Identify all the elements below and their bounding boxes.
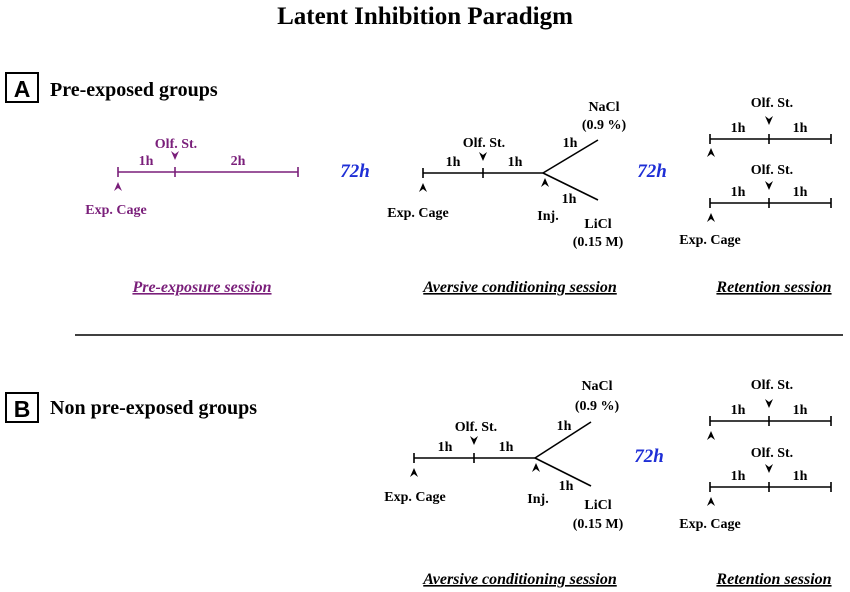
segment-label: 1h: [731, 469, 746, 484]
branch-licl: [534, 457, 592, 487]
session-label: Retention session: [715, 571, 831, 588]
diagram-title: Latent Inhibition Paradigm: [277, 3, 573, 30]
segment-label: 1h: [139, 154, 154, 169]
inj-arrow-icon: [541, 178, 549, 187]
branch-licl: [542, 172, 599, 201]
olf-st-label: Olf. St.: [455, 420, 497, 435]
inj-arrow-icon: [532, 463, 540, 472]
panel-a-heading: Pre-exposed groups: [50, 79, 218, 101]
nacl-concentration: (0.9 %): [575, 399, 620, 414]
exp-cage-label: Exp. Cage: [679, 233, 740, 248]
interval-label: 72h: [634, 446, 664, 467]
exp-cage-label: Exp. Cage: [387, 206, 448, 221]
session-label: Aversive conditioning session: [422, 279, 617, 296]
segment-label: 1h: [793, 185, 808, 200]
segment-label: 1h: [793, 121, 808, 136]
olf-st-arrow-icon: [171, 151, 179, 160]
segment-label: 1h: [731, 403, 746, 418]
segment-label: 1h: [508, 155, 523, 170]
olf-st-label: Olf. St.: [155, 137, 197, 152]
retention-timeline: Olf. St. 1h 1h Olf. St. 1h 1h Exp. Cage …: [679, 378, 832, 588]
nacl-concentration: (0.9 %): [582, 118, 627, 133]
panel-a-letter-box: [5, 72, 39, 103]
exp-cage-label: Exp. Cage: [679, 517, 740, 532]
panel-b-letter-box: [5, 392, 39, 423]
exp-cage-label: Exp. Cage: [384, 490, 445, 505]
exp-cage-arrow-icon: [707, 431, 715, 440]
segment-label: 1h: [793, 469, 808, 484]
panel-b: B Non pre-exposed groups Olf. St. 1h 1h …: [5, 378, 832, 588]
conditioning-timeline: Olf. St. 1h 1h Exp. Cage Inj. 1h 1h NaCl…: [384, 379, 623, 588]
branch-nacl: [534, 421, 592, 459]
olf-st-arrow-icon: [470, 436, 478, 445]
pre-exposure-timeline: Olf. St. 1h 2h Exp. Cage Pre-exposure se…: [85, 137, 299, 296]
segment-label: 1h: [563, 136, 578, 151]
nacl-label: NaCl: [581, 379, 612, 394]
exp-cage-arrow-icon: [707, 213, 715, 222]
olf-st-arrow-icon: [765, 464, 773, 473]
exp-cage-arrow-icon: [410, 468, 418, 477]
olf-st-label: Olf. St.: [751, 446, 793, 461]
panel-a-letter: A: [14, 76, 31, 102]
segment-label: 1h: [731, 185, 746, 200]
olf-st-label: Olf. St.: [463, 136, 505, 151]
retention-timeline: Olf. St. 1h 1h Olf. St. 1h 1h Exp. Cage …: [679, 96, 832, 296]
olf-st-label: Olf. St.: [751, 378, 793, 393]
olf-st-arrow-icon: [765, 116, 773, 125]
session-label: Aversive conditioning session: [422, 571, 617, 588]
exp-cage-arrow-icon: [419, 183, 427, 192]
exp-cage-label: Exp. Cage: [85, 203, 146, 218]
licl-concentration: (0.15 M): [573, 517, 624, 532]
exp-cage-arrow-icon: [707, 497, 715, 506]
interval-label: 72h: [340, 161, 370, 182]
segment-label: 1h: [793, 403, 808, 418]
session-label: Pre-exposure session: [131, 279, 271, 296]
licl-concentration: (0.15 M): [573, 235, 624, 250]
licl-label: LiCl: [584, 498, 611, 513]
branch-nacl: [542, 139, 599, 174]
inj-label: Inj.: [527, 492, 548, 507]
segment-label: 1h: [559, 479, 574, 494]
panel-b-heading: Non pre-exposed groups: [50, 397, 257, 419]
olf-st-label: Olf. St.: [751, 163, 793, 178]
panel-b-letter: B: [14, 396, 31, 422]
inj-label: Inj.: [537, 209, 558, 224]
segment-label: 1h: [438, 440, 453, 455]
exp-cage-arrow-icon: [114, 182, 122, 191]
segment-label: 1h: [557, 419, 572, 434]
olf-st-arrow-icon: [765, 181, 773, 190]
panel-a: A Pre-exposed groups Olf. St. 1h 2h Exp.…: [5, 72, 832, 296]
olf-st-arrow-icon: [479, 152, 487, 161]
exp-cage-arrow-icon: [707, 148, 715, 157]
segment-label: 1h: [446, 155, 461, 170]
session-label: Retention session: [715, 279, 831, 296]
segment-label: 2h: [231, 154, 246, 169]
olf-st-arrow-icon: [765, 399, 773, 408]
interval-label: 72h: [637, 161, 667, 182]
segment-label: 1h: [562, 192, 577, 207]
licl-label: LiCl: [584, 217, 611, 232]
conditioning-timeline: Olf. St. 1h 1h Exp. Cage Inj. 1h 1h NaCl…: [387, 100, 626, 296]
segment-label: 1h: [731, 121, 746, 136]
nacl-label: NaCl: [588, 100, 619, 115]
segment-label: 1h: [499, 440, 514, 455]
olf-st-label: Olf. St.: [751, 96, 793, 111]
